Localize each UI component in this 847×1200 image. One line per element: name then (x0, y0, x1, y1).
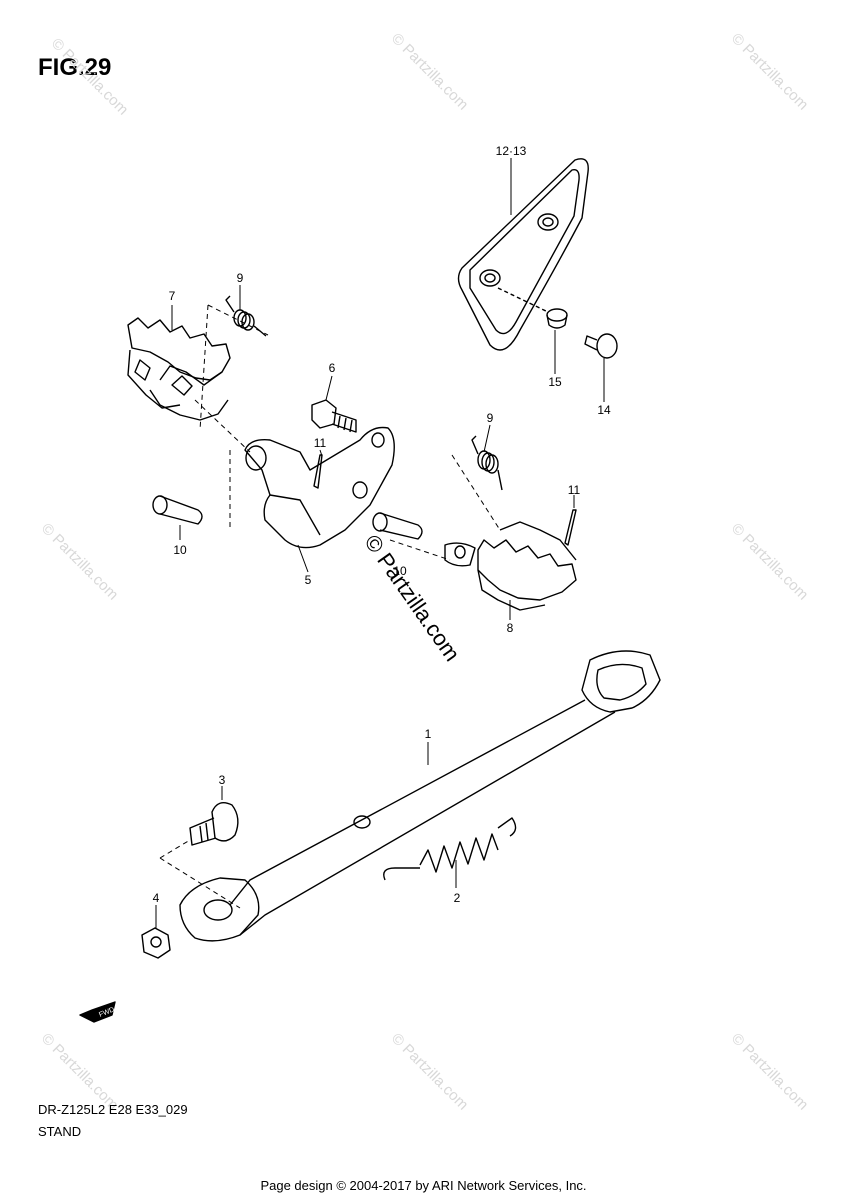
part-guard-plate (457, 158, 589, 351)
callout-2: 2 (454, 891, 461, 905)
part-spring-left (225, 295, 267, 337)
callout-14: 14 (597, 403, 611, 417)
callout-10: 10 (393, 564, 407, 578)
page-credit: Page design © 2004-2017 by ARI Network S… (260, 1178, 587, 1193)
part-nut-4 (141, 927, 171, 959)
part-spring-2 (383, 817, 517, 881)
section-name: STAND (38, 1124, 82, 1139)
part-bolt-6 (311, 399, 357, 433)
part-pin-right (372, 512, 423, 540)
part-footrest-right (444, 521, 577, 611)
part-cotter-pin-left (313, 454, 323, 489)
part-footrest-bracket (244, 426, 395, 549)
part-pin-left (152, 495, 203, 525)
callout-11: 11 (314, 436, 327, 450)
callout-7: 7 (169, 289, 176, 303)
part-bolt-small (584, 333, 618, 359)
callout-4: 4 (153, 891, 160, 905)
part-cotter-pin-right (564, 509, 577, 546)
figure-title: FIG.29 (38, 54, 112, 81)
model-code: DR-Z125L2 E28 E33_029 (38, 1102, 188, 1117)
callout-15: 15 (548, 375, 562, 389)
callout-1: 1 (425, 727, 432, 741)
callout-9: 9 (487, 411, 494, 425)
part-collar (497, 287, 568, 329)
part-bolt-3 (189, 802, 239, 846)
callout-11: 11 (568, 483, 581, 497)
callout-10: 10 (173, 543, 187, 557)
callout-6: 6 (329, 361, 336, 375)
callout-3: 3 (219, 773, 226, 787)
fwd-arrow (79, 1001, 116, 1023)
part-footrest-left (127, 317, 231, 421)
callout-12-13: 12·13 (496, 144, 527, 158)
callout-5: 5 (305, 573, 312, 587)
part-side-stand (179, 650, 661, 942)
callout-9: 9 (237, 271, 244, 285)
callout-8: 8 (507, 621, 514, 635)
part-spring-right (471, 435, 503, 491)
